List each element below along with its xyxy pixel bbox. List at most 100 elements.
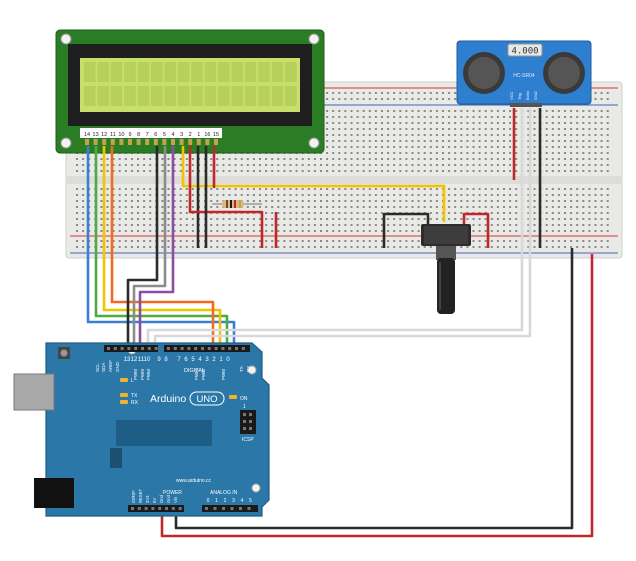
breadboard-hole: [496, 206, 499, 208]
breadboard-hole: [265, 224, 268, 226]
lcd-char-cell: [137, 62, 150, 82]
breadboard-hole: [289, 224, 292, 226]
lcd-char-cell: [97, 86, 109, 106]
breadboard-hole: [490, 200, 493, 202]
breadboard-hole: [393, 218, 396, 220]
breadboard-hole: [320, 240, 322, 242]
breadboard-hole: [533, 170, 536, 172]
breadboard-hole: [448, 116, 451, 118]
breadboard-hole: [527, 134, 530, 136]
breadboard-hole: [454, 146, 457, 148]
breadboard-hole: [265, 240, 268, 242]
breadboard-hole: [387, 224, 390, 226]
breadboard-hole: [283, 240, 286, 242]
breadboard-hole: [588, 146, 591, 148]
breadboard-hole: [161, 158, 164, 160]
breadboard-hole: [216, 200, 219, 202]
breadboard-hole: [210, 200, 213, 202]
breadboard-hole: [173, 212, 176, 214]
breadboard-hole: [429, 140, 432, 142]
breadboard-hole: [606, 98, 609, 100]
breadboard-hole: [381, 170, 383, 172]
breadboard-hole: [265, 212, 268, 214]
breadboard-hole: [405, 194, 408, 196]
breadboard-hole: [173, 158, 176, 160]
breadboard-hole: [252, 240, 255, 242]
header-pin: [154, 347, 158, 350]
breadboard-hole: [118, 240, 121, 242]
breadboard-hole: [313, 158, 316, 160]
breadboard-hole: [600, 152, 603, 154]
power-pin-label: Gnd: [166, 494, 171, 503]
breadboard-hole: [472, 206, 475, 208]
breadboard-hole: [332, 116, 335, 118]
breadboard-hole: [460, 140, 463, 142]
breadboard-hole: [320, 206, 322, 208]
breadboard-hole: [545, 240, 548, 242]
breadboard-hole: [606, 152, 609, 154]
breadboard-hole: [509, 224, 512, 226]
breadboard-hole: [368, 128, 371, 130]
digital-pin-label: 7: [177, 357, 181, 363]
breadboard-hole: [515, 152, 518, 154]
breadboard-hole: [387, 240, 390, 242]
breadboard-hole: [326, 206, 329, 208]
breadboard-hole: [423, 146, 426, 148]
breadboard-hole: [374, 110, 377, 112]
lcd-pin-label: 1: [197, 132, 200, 138]
breadboard-hole: [326, 134, 329, 136]
breadboard-hole: [185, 194, 188, 196]
breadboard-hole: [368, 200, 371, 202]
breadboard-hole: [460, 200, 463, 202]
breadboard-hole: [472, 246, 475, 248]
breadboard-hole: [478, 246, 481, 248]
breadboard-hole: [557, 194, 560, 196]
lcd-char-cell: [204, 86, 217, 106]
breadboard-hole: [118, 246, 121, 248]
breadboard-hole: [143, 158, 146, 160]
header-pin: [228, 347, 232, 350]
breadboard-hole: [118, 194, 121, 196]
breadboard-hole: [503, 194, 505, 196]
breadboard-hole: [435, 128, 438, 130]
breadboard-hole: [466, 110, 469, 112]
breadboard-hole: [576, 152, 579, 154]
breadboard-hole: [307, 224, 310, 226]
breadboard-hole: [582, 134, 585, 136]
breadboard-hole: [381, 122, 383, 124]
breadboard-hole: [417, 200, 420, 202]
analog-pin-label: 0: [207, 498, 210, 504]
breadboard-hole: [551, 170, 554, 172]
breadboard-hole: [594, 170, 597, 172]
breadboard-hole: [82, 212, 85, 214]
breadboard-hole: [222, 188, 225, 190]
breadboard-hole: [570, 212, 573, 214]
breadboard-hole: [387, 170, 390, 172]
breadboard-hole: [344, 170, 347, 172]
breadboard-hole: [417, 140, 420, 142]
breadboard-hole: [191, 206, 194, 208]
lcd-pin-label: 13: [93, 132, 99, 138]
breadboard-hole: [301, 212, 304, 214]
breadboard-hole: [466, 140, 469, 142]
breadboard-hole: [118, 164, 121, 166]
breadboard-hole: [362, 128, 365, 130]
digital-pin-label: 1: [219, 357, 223, 363]
breadboard-hole: [362, 122, 365, 124]
breadboard-hole: [496, 230, 499, 232]
breadboard-hole: [356, 240, 359, 242]
breadboard-hole: [594, 122, 597, 124]
digital-pin-label: 11: [138, 357, 145, 363]
breadboard-hole: [582, 116, 585, 118]
breadboard-hole: [594, 128, 597, 130]
breadboard-hole: [167, 246, 170, 248]
breadboard-hole: [173, 200, 176, 202]
breadboard-hole: [515, 158, 518, 160]
power-pin-label: IOREF: [131, 490, 136, 503]
breadboard-hole: [240, 230, 243, 232]
breadboard-hole: [551, 146, 554, 148]
breadboard-hole: [600, 98, 603, 100]
breadboard-hole: [411, 170, 414, 172]
breadboard-hole: [246, 170, 249, 172]
breadboard-hole: [393, 246, 396, 248]
